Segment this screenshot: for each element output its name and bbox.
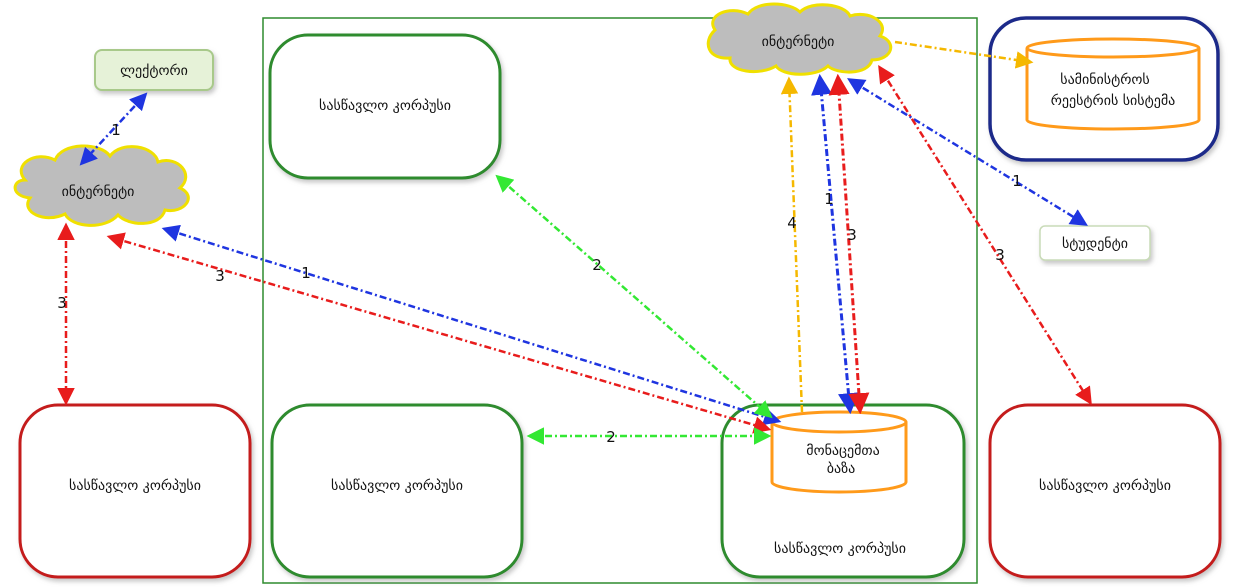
database-label-2: ბაზა bbox=[827, 461, 855, 477]
edge-label-campus-mid: 2 bbox=[606, 428, 616, 446]
edge-label-campus-topleft: 2 bbox=[592, 256, 602, 274]
database: მონაცემთა ბაზა bbox=[770, 410, 908, 494]
edge-internet-db-blue bbox=[161, 224, 782, 426]
edge-label-internet-student: 1 bbox=[1012, 172, 1022, 190]
database-cylinder-icon bbox=[770, 422, 908, 494]
edge-label-internet-db-blue: 1 bbox=[301, 264, 311, 282]
edge-db-internet-red bbox=[828, 73, 870, 415]
edge-label-internet-db-red: 3 bbox=[215, 267, 225, 285]
campus-bottom-mid: სასწავლო კორპუსი bbox=[270, 403, 524, 579]
admin-system-label-1: სამინისტროს bbox=[1060, 71, 1149, 88]
database-label-1: მონაცემთა bbox=[806, 443, 880, 459]
admin-system-label-2: რეესტრის სისტემა bbox=[1051, 92, 1176, 109]
edge-campus-topleft-db bbox=[495, 174, 773, 419]
edge-label-db-internet-yellow: 4 bbox=[787, 214, 797, 232]
edge-label-campus-left: 3 bbox=[57, 294, 67, 312]
edge-lecturer-internet bbox=[79, 92, 148, 166]
edge-internet-campus-right bbox=[878, 65, 1092, 405]
internet-top-label: ინტერნეტი bbox=[762, 33, 835, 50]
cloud-left-icon bbox=[13, 144, 190, 227]
edge-label-db-internet-red: 3 bbox=[847, 226, 857, 244]
campus-top-left: სასწავლო კორპუსი bbox=[268, 33, 502, 180]
edge-db-internet-blue bbox=[811, 73, 859, 415]
lecturer-label: ლექტორი bbox=[120, 62, 188, 79]
campus-bottom-right-label: სასწავლო კორპუსი bbox=[1039, 477, 1171, 494]
internet-cloud-top: ინტერნეტი bbox=[706, 2, 893, 76]
cloud-top-icon bbox=[706, 2, 893, 76]
campus-bottom-left-label: სასწავლო კორპუსი bbox=[69, 477, 201, 494]
edge-label-internet-campus-right: 3 bbox=[995, 246, 1005, 264]
internet-cloud-left: ინტერნეტი bbox=[13, 144, 190, 227]
internet-left-label: ინტერნეტი bbox=[62, 183, 135, 200]
lecturer-box: ლექტორი bbox=[94, 49, 214, 91]
edge-db-internet-yellow bbox=[780, 76, 804, 413]
student-label: სტუდენტი bbox=[1062, 236, 1128, 252]
admin-system: სამინისტროს რეესტრის სისტემა bbox=[988, 16, 1220, 162]
edge-internet-db-red bbox=[106, 232, 772, 434]
campus-top-left-label: სასწავლო კორპუსი bbox=[319, 97, 451, 114]
admin-cylinder-icon bbox=[1025, 48, 1201, 131]
student-box: სტუდენტი bbox=[1039, 225, 1151, 261]
campus-bottom-right: სასწავლო კორპუსი bbox=[988, 403, 1222, 579]
campus-bottom-left: სასწავლო კორპუსი bbox=[18, 403, 252, 579]
campus-main-label: სასწავლო კორპუსი bbox=[774, 540, 906, 557]
campus-bottom-mid-label: სასწავლო კორპუსი bbox=[331, 477, 463, 494]
edge-label-db-internet-blue: 1 bbox=[824, 190, 834, 208]
edge-label-lecturer: 1 bbox=[111, 121, 121, 139]
